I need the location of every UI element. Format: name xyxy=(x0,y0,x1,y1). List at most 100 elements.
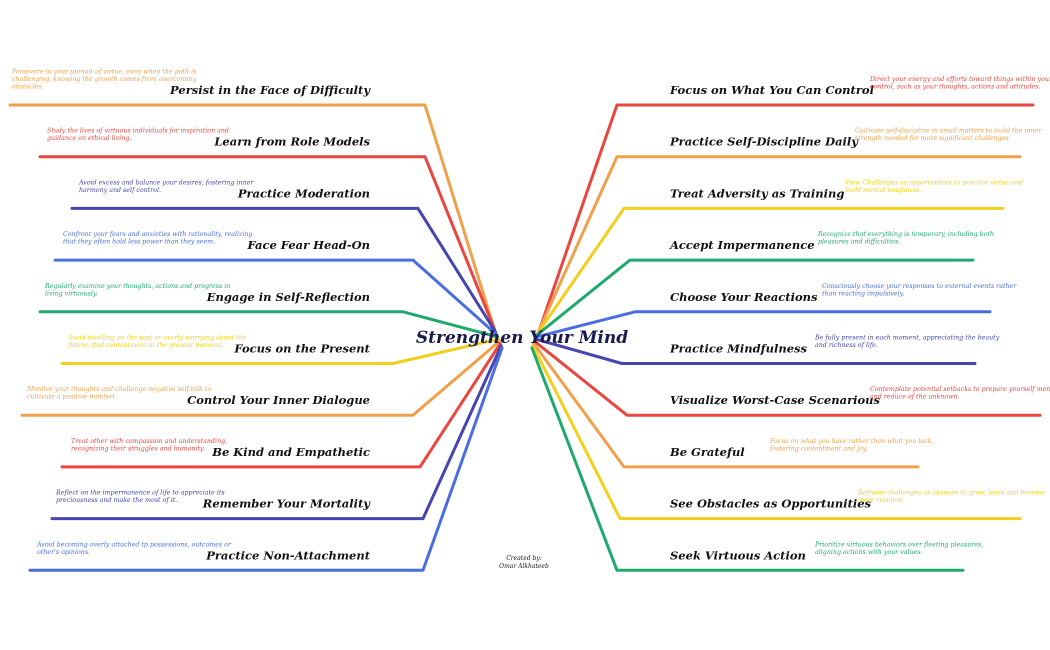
central-topic-title: Strengthen Your Mind xyxy=(416,328,628,348)
branch-description-line: Confront your fears and anxieties with r… xyxy=(63,231,252,238)
branch-connector-line xyxy=(28,346,504,572)
branch-connector-line xyxy=(537,155,1022,332)
right-branch-10: Seek Virtuous Action Prioritize virtuous … xyxy=(530,346,983,572)
branch-connector-line xyxy=(532,342,920,469)
branch-connector-line xyxy=(50,344,503,521)
branch-connector-line xyxy=(60,342,502,469)
branch-connector-line xyxy=(536,206,1005,334)
branch-description-line: Regularly examine your thoughts, actions… xyxy=(44,283,230,290)
branches-layer: Persist in the Face of Difficulty Perseve… xyxy=(8,69,1050,572)
branch-title: Practice Non-Attachment xyxy=(205,548,370,562)
branch-title: Face Fear Head-On xyxy=(246,238,370,252)
branch-title: Practice Self-Discipline Daily xyxy=(669,135,859,149)
branch-title: Remember Your Mortality xyxy=(202,497,372,511)
branch-description-line: and richness of life. xyxy=(815,342,878,349)
branch-description-line: Direct your energy and efforts toward th… xyxy=(869,76,1050,83)
right-branch-2: Practice Self-Discipline DailyCultivate … xyxy=(537,128,1042,332)
branch-description-line: Avoid dwelling on the past or overly wor… xyxy=(67,335,247,342)
branch-description-line: aligning actions with your values. xyxy=(815,549,923,556)
branch-connector-line xyxy=(8,103,496,330)
branch-description-line: control, such as your thoughts, actions … xyxy=(870,84,1040,91)
branch-description-line: Avoid excess and balance your desires, f… xyxy=(78,179,254,186)
branch-connector-line xyxy=(60,337,500,365)
branch-description-line: View Challenges as opportunities to prac… xyxy=(845,179,1023,186)
branch-description-line: Prioritize virtuous behaviors over fleet… xyxy=(814,541,983,548)
branch-title: Focus on the Present xyxy=(233,342,370,356)
branch-description-line: Study the lives of virtuous individuals … xyxy=(47,128,229,135)
branch-connector-line xyxy=(534,310,992,339)
branch-description-line: other's opinions. xyxy=(37,549,90,556)
branch-description-line: strength needed for more significant cha… xyxy=(855,135,1011,142)
branch-description-line: fostering contentment and joy. xyxy=(769,445,868,452)
branch-connector-line xyxy=(534,337,977,365)
branch-title: Choose Your Reactions xyxy=(670,290,818,304)
branch-description-line: future; find contentment in the present … xyxy=(67,342,223,349)
branch-description-line: Be fully present in each moment, appreci… xyxy=(814,335,1000,342)
branch-connector-line xyxy=(38,310,500,339)
branch-title: Focus on What You Can Control xyxy=(669,83,875,97)
branch-description-line: Focus on what you have rather than what … xyxy=(769,438,933,445)
branch-title: Practice Mindfulness xyxy=(669,342,807,356)
right-branch-5: Choose Your Reactions Consciously choose … xyxy=(534,283,1017,339)
branch-connector-line xyxy=(538,103,1035,330)
branch-description-line: Monitor your thoughts and challenge nega… xyxy=(26,386,211,393)
branch-description-line: cultivate a positive mindset. xyxy=(27,394,117,401)
branch-description-line: Persevere in your pursuit of virtue, eve… xyxy=(11,69,197,76)
branch-description-line: obstacles. xyxy=(12,84,44,91)
branch-title: Engage in Self-Reflection xyxy=(206,290,370,304)
branch-description-line: Contemplate potential setbacks to prepar… xyxy=(870,386,1050,393)
branch-description-line: pleasures and difficulties. xyxy=(818,239,900,246)
branch-title: Visualize Worst-Case Scenarious xyxy=(670,393,881,407)
branch-title: Control Your Inner Dialogue xyxy=(187,393,370,407)
branch-description-line: recognizing their struggles and humanity… xyxy=(71,445,205,452)
branch-description-line: Avoid becoming overly attached tp posses… xyxy=(36,541,232,548)
branch-description-line: than reacting impulsively. xyxy=(822,290,904,297)
branch-title: Accept Impermanence xyxy=(669,238,815,252)
branch-description-line: Reframe challenges as chances to grow, l… xyxy=(857,490,1046,497)
branch-description-line: guidance on ethical living. xyxy=(47,135,131,142)
right-branch-7: Visualize Worst-Case ScenariousContempla… xyxy=(533,339,1050,417)
branch-connector-line xyxy=(70,206,498,334)
branch-title: Seek Virtuous Action xyxy=(670,548,806,562)
branch-description-line: more resilient. xyxy=(858,497,905,504)
branch-title: Persist in the Face of Difficulty xyxy=(169,83,371,97)
branch-description-line: that they often hold less power than the… xyxy=(63,239,215,246)
branch-description-line: and reduce of the unknown. xyxy=(870,394,960,401)
left-branch-1: Persist in the Face of Difficulty Perseve… xyxy=(8,69,496,330)
branch-title: Be Kind and Empathetic xyxy=(211,445,370,459)
branch-connector-line xyxy=(38,155,497,332)
branch-description-line: living virtuously. xyxy=(45,290,98,297)
branch-description-line: challenging, knowing the growth comes fr… xyxy=(12,76,196,83)
branch-title: Practice Moderation xyxy=(237,186,370,200)
branch-connector-line xyxy=(535,258,975,337)
branch-connector-line xyxy=(531,344,1022,521)
branch-description-line: harmony and self control. xyxy=(79,187,161,194)
branch-title: Learn from Role Models xyxy=(213,135,370,149)
branch-description-line: Recognize that everything is temporary, … xyxy=(817,231,994,238)
branch-description-line: Reflect on the impermanence of life to a… xyxy=(55,490,225,497)
branch-description-line: Consciously choose your responses to ext… xyxy=(822,283,1017,290)
right-branch-6: Practice Mindfulness Be fully present in … xyxy=(534,335,1000,365)
branch-description-line: Cultivate self-discipline in small matte… xyxy=(855,128,1042,135)
branch-description-line: preciousness and make the most of it. xyxy=(56,497,177,504)
branch-title: Treat Adversity as Training xyxy=(670,186,844,200)
branch-connector-line xyxy=(53,258,499,337)
branch-connector-line xyxy=(20,339,501,417)
branch-connector-line xyxy=(533,339,1042,417)
branch-title: Be Grateful xyxy=(669,445,745,459)
branch-description-line: Treat other with compassion and understa… xyxy=(71,438,227,445)
